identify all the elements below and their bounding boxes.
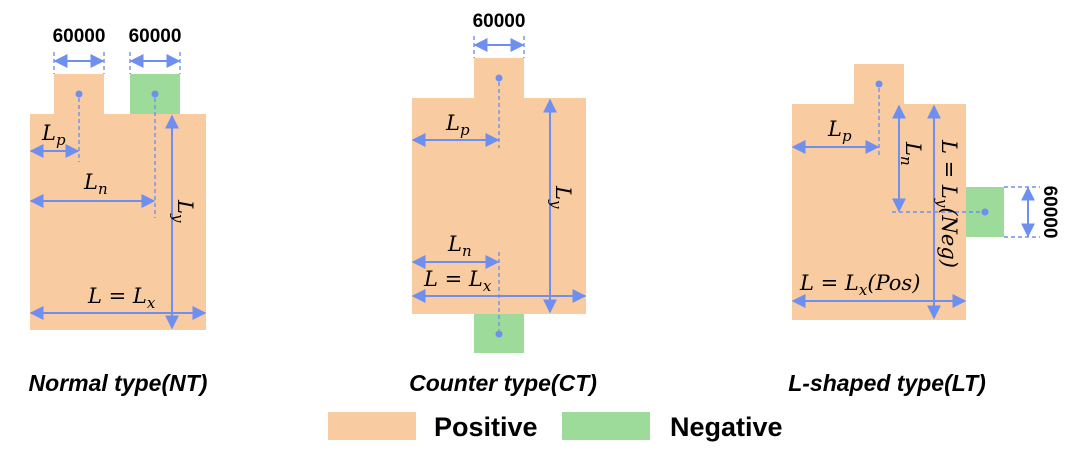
ct-ly-label: Ly <box>547 185 575 209</box>
lt-ln-label: Ln <box>897 141 925 166</box>
lt-lp-label: Lp <box>827 117 852 145</box>
nt-tab-right-width-label: 60000 <box>129 26 182 47</box>
ct-negative-tab-center <box>495 330 503 338</box>
counter-type-diagram: 60000 Lp Ln Ly L = Lx Counter type(CT) <box>409 11 597 396</box>
l-shaped-type-diagram: 60000 Lp Ln L = Ly(Neg) L = Lx(Pos) L-sh… <box>788 64 1060 396</box>
ct-ln-label: Ln <box>447 232 472 260</box>
nt-caption: Normal type(NT) <box>29 370 208 396</box>
legend-negative-swatch <box>562 412 650 440</box>
lt-positive-tab-center <box>875 80 883 88</box>
ct-lp-label: Lp <box>445 111 470 139</box>
legend-positive-label: Positive <box>434 412 538 442</box>
lt-ly-label: L = Ly(Neg) <box>933 139 961 268</box>
legend-negative-label: Negative <box>670 412 783 442</box>
lt-caption: L-shaped type(LT) <box>788 370 986 396</box>
nt-tab-left-width-label: 60000 <box>53 26 106 47</box>
ct-caption: Counter type(CT) <box>409 370 597 396</box>
lt-negative-tab-center <box>981 208 989 216</box>
nt-positive-tab-center <box>75 90 83 98</box>
ct-lx-label: L = Lx <box>423 267 492 295</box>
lt-lx-label: L = Lx(Pos) <box>799 271 920 299</box>
nt-negative-tab-center <box>151 90 159 98</box>
legend: Positive Negative <box>328 412 783 442</box>
legend-positive-swatch <box>328 412 416 440</box>
nt-ln-label: Ln <box>83 170 108 198</box>
nt-lx-label: L = Lx <box>87 284 156 312</box>
nt-lp-label: Lp <box>41 121 66 149</box>
nt-ly-label: Ly <box>169 199 197 223</box>
lt-tab-width-label: 60000 <box>1039 186 1060 239</box>
normal-type-diagram: 60000 60000 Lp Ln Ly L = Lx Normal type(… <box>29 26 208 396</box>
ct-tab-width-label: 60000 <box>473 11 526 32</box>
ct-positive-tab-center <box>495 74 503 82</box>
